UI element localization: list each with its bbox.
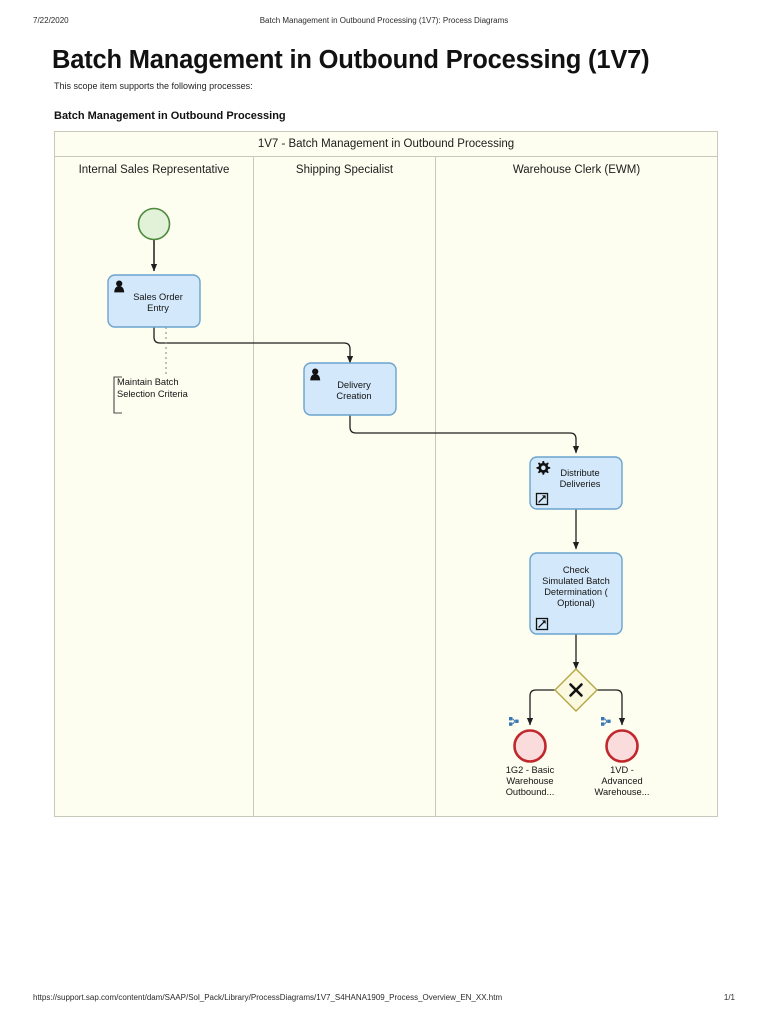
connector-sales-order-entry-to-delivery-creation — [153, 327, 354, 364]
header-date: 7/22/2020 — [33, 16, 69, 25]
annotation-bracket-maintain-batch-selection-criteria — [113, 376, 122, 414]
bpmn-pool: 1V7 - Batch Management in Outbound Proce… — [54, 131, 718, 817]
connector-delivery-creation-to-distribute-deliveries — [349, 415, 580, 454]
task-sales-order-entry[interactable] — [107, 274, 201, 328]
page-subtitle: This scope item supports the following p… — [54, 81, 253, 91]
link-icon — [601, 717, 611, 726]
page-footer: https://support.sap.com/content/dam/SAAP… — [0, 993, 768, 1007]
pool-title: 1V7 - Batch Management in Outbound Proce… — [55, 132, 717, 157]
header-document-title: Batch Management in Outbound Processing … — [259, 16, 509, 25]
footer-url: https://support.sap.com/content/dam/SAAP… — [33, 993, 503, 1002]
process-diagram-canvas — [107, 207, 639, 763]
annotation-label-maintain-batch-selection-criteria: Maintain Batch Selection Criteria — [117, 377, 188, 399]
gear-icon — [536, 461, 551, 475]
user-icon — [310, 368, 321, 381]
end-event-1vd[interactable] — [605, 729, 639, 763]
lane-label-shipping-specialist: Shipping Specialist — [295, 164, 394, 176]
section-heading: Batch Management in Outbound Processing — [54, 110, 286, 122]
lane-label-warehouse-clerk-ewm: Warehouse Clerk (EWM) — [512, 164, 641, 176]
link-icon — [509, 717, 519, 726]
task-delivery-creation[interactable] — [303, 362, 397, 416]
end-event-label-1g2: 1G2 - Basic Warehouse Outbound... — [505, 765, 555, 797]
user-icon — [114, 280, 125, 293]
task-check-simulated-batch-determination[interactable] — [529, 552, 623, 635]
end-event-label-1vd: 1VD - Advanced Warehouse... — [594, 765, 650, 797]
page-title: Batch Management in Outbound Processing … — [52, 46, 650, 74]
page-header: 7/22/2020 Batch Management in Outbound P… — [0, 16, 768, 30]
gateway-x-symbol — [569, 683, 583, 697]
external-link-icon[interactable] — [535, 492, 549, 506]
lane-shipping-specialist: Shipping Specialist — [253, 157, 435, 816]
lane-label-internal-sales-representative: Internal Sales Representative — [78, 164, 230, 176]
connector-gateway-to-end-1g2 — [526, 689, 557, 726]
footer-page-number: 1/1 — [723, 993, 735, 1002]
start-event[interactable] — [137, 207, 171, 241]
end-event-1g2[interactable] — [513, 729, 547, 763]
task-distribute-deliveries[interactable] — [529, 456, 623, 510]
external-link-icon[interactable] — [535, 617, 549, 631]
connector-gateway-to-end-1vd — [595, 689, 626, 726]
